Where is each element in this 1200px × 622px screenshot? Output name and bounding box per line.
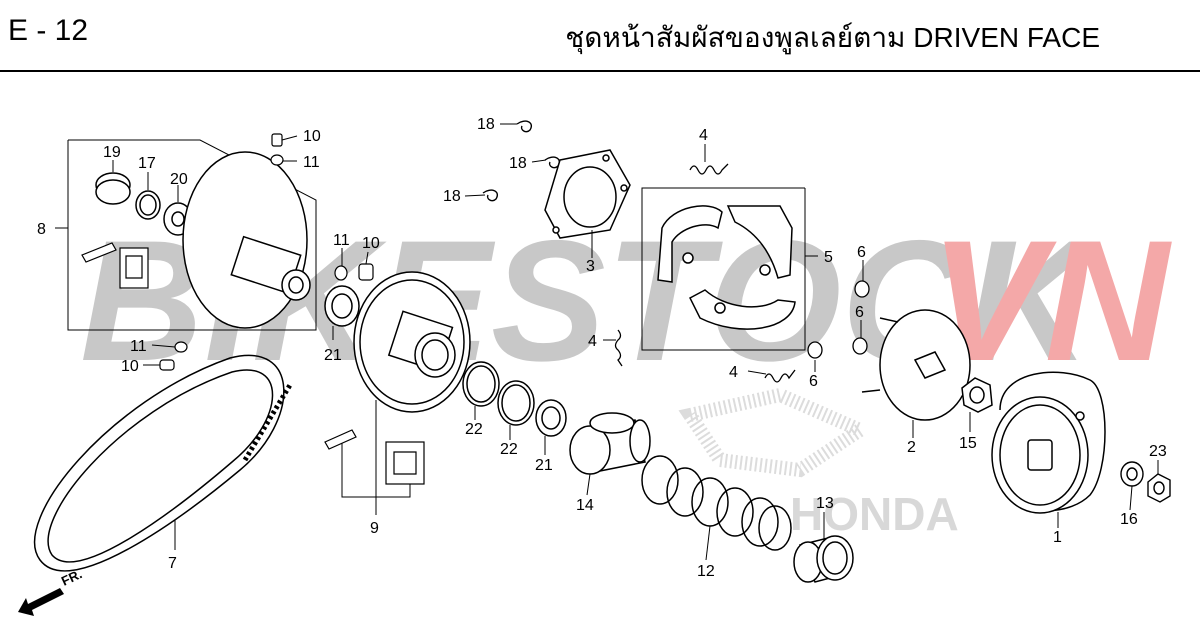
- page-header: E - 12 ชุดหน้าสัมผัสของพูลเลย์ตาม DRIVEN…: [0, 0, 1200, 70]
- callout-21-upper: 21: [324, 347, 342, 364]
- callout-21-lower: 21: [535, 457, 553, 474]
- callout-3: 3: [586, 258, 595, 275]
- callout-10-top: 10: [303, 128, 321, 145]
- callout-10-left: 10: [121, 358, 139, 375]
- callout-4-top: 4: [699, 127, 708, 144]
- callout-18-b: 18: [509, 155, 527, 172]
- part-1-clutch-outer: [991, 371, 1106, 514]
- callout-6-c: 6: [809, 373, 818, 390]
- group-9-bracket: [341, 400, 411, 515]
- page-title: ชุดหน้าสัมผัสของพูลเลย์ตาม DRIVEN FACE: [565, 22, 1100, 53]
- part-12-spring: [641, 455, 792, 551]
- guide-pin-small: [81, 242, 149, 289]
- callout-6-a: 6: [857, 244, 866, 261]
- callout-19: 19: [103, 144, 121, 161]
- driven-face-outer: [353, 271, 471, 413]
- part-22-o-ring-a: [462, 361, 500, 407]
- part-17-circlip: [135, 190, 161, 220]
- page-code: E - 12: [8, 14, 89, 47]
- front-direction: FR.: [18, 566, 84, 616]
- callout-4-bottom: 4: [729, 364, 738, 381]
- part-16-washer: [1120, 461, 1144, 487]
- guide-pin-lower: [324, 429, 425, 485]
- part-14-collar: [793, 535, 854, 583]
- callout-11-top: 11: [303, 154, 320, 171]
- group-5-bracket: [641, 187, 818, 351]
- callout-13: 14: [576, 497, 594, 514]
- callout-9: 9: [370, 520, 379, 537]
- callout-4-left: 4: [588, 333, 597, 350]
- callout-5: 5: [824, 249, 833, 266]
- callout-14: 13: [816, 495, 834, 512]
- part-6-dampers: [807, 280, 870, 359]
- part-13-seal-collar: [569, 412, 651, 475]
- part-15-nut: [961, 377, 993, 413]
- callout-22-b: 22: [500, 441, 518, 458]
- callout-10-mid: 10: [362, 235, 380, 252]
- part-3-clutch-plate: [544, 149, 631, 239]
- part-11-10-middle: [334, 263, 374, 281]
- callout-7: 7: [168, 555, 177, 572]
- part-19-needle-bearing: [95, 172, 131, 205]
- callout-17: 17: [138, 155, 156, 172]
- part-5-clutch-shoes: [657, 205, 796, 330]
- callout-11-mid: 11: [333, 232, 350, 249]
- callout-15: 15: [959, 435, 977, 452]
- callout-labels: 10 11 19 17 20 8 11 10 21 11 10 7 9 18 1…: [37, 116, 1167, 580]
- part-4-springs: [614, 163, 796, 383]
- leader-lines: [112, 123, 1159, 561]
- callout-18-a: 18: [477, 116, 495, 133]
- honda-logo-watermark: HONDA: [790, 488, 959, 540]
- part-21-oil-seal-lower: [535, 399, 567, 437]
- callout-1: 1: [1053, 529, 1062, 546]
- callout-2: 2: [907, 439, 916, 456]
- callout-11-left: 11: [130, 338, 147, 355]
- callout-8: 8: [37, 221, 46, 238]
- header-divider: [0, 70, 1200, 72]
- callout-16: 16: [1120, 511, 1138, 528]
- callout-23: 23: [1149, 443, 1167, 460]
- callout-20: 20: [170, 171, 188, 188]
- honda-wing-watermark: [678, 387, 875, 478]
- front-arrow-icon: [18, 588, 64, 616]
- part-23-nut: [1147, 473, 1171, 503]
- part-10-pin-top: [270, 133, 284, 166]
- callout-6-b: 6: [855, 304, 864, 321]
- callout-12: 12: [697, 563, 715, 580]
- part-7-drive-belt: [33, 354, 293, 572]
- part-22-o-ring-b: [497, 380, 535, 426]
- driven-face-inner: [182, 151, 311, 329]
- callout-18-c: 18: [443, 188, 461, 205]
- callout-22-a: 22: [465, 421, 483, 438]
- group-8-bracket: [55, 139, 317, 331]
- part-21-oil-seal-upper: [324, 285, 360, 327]
- part-2-drive-plate: [861, 309, 971, 421]
